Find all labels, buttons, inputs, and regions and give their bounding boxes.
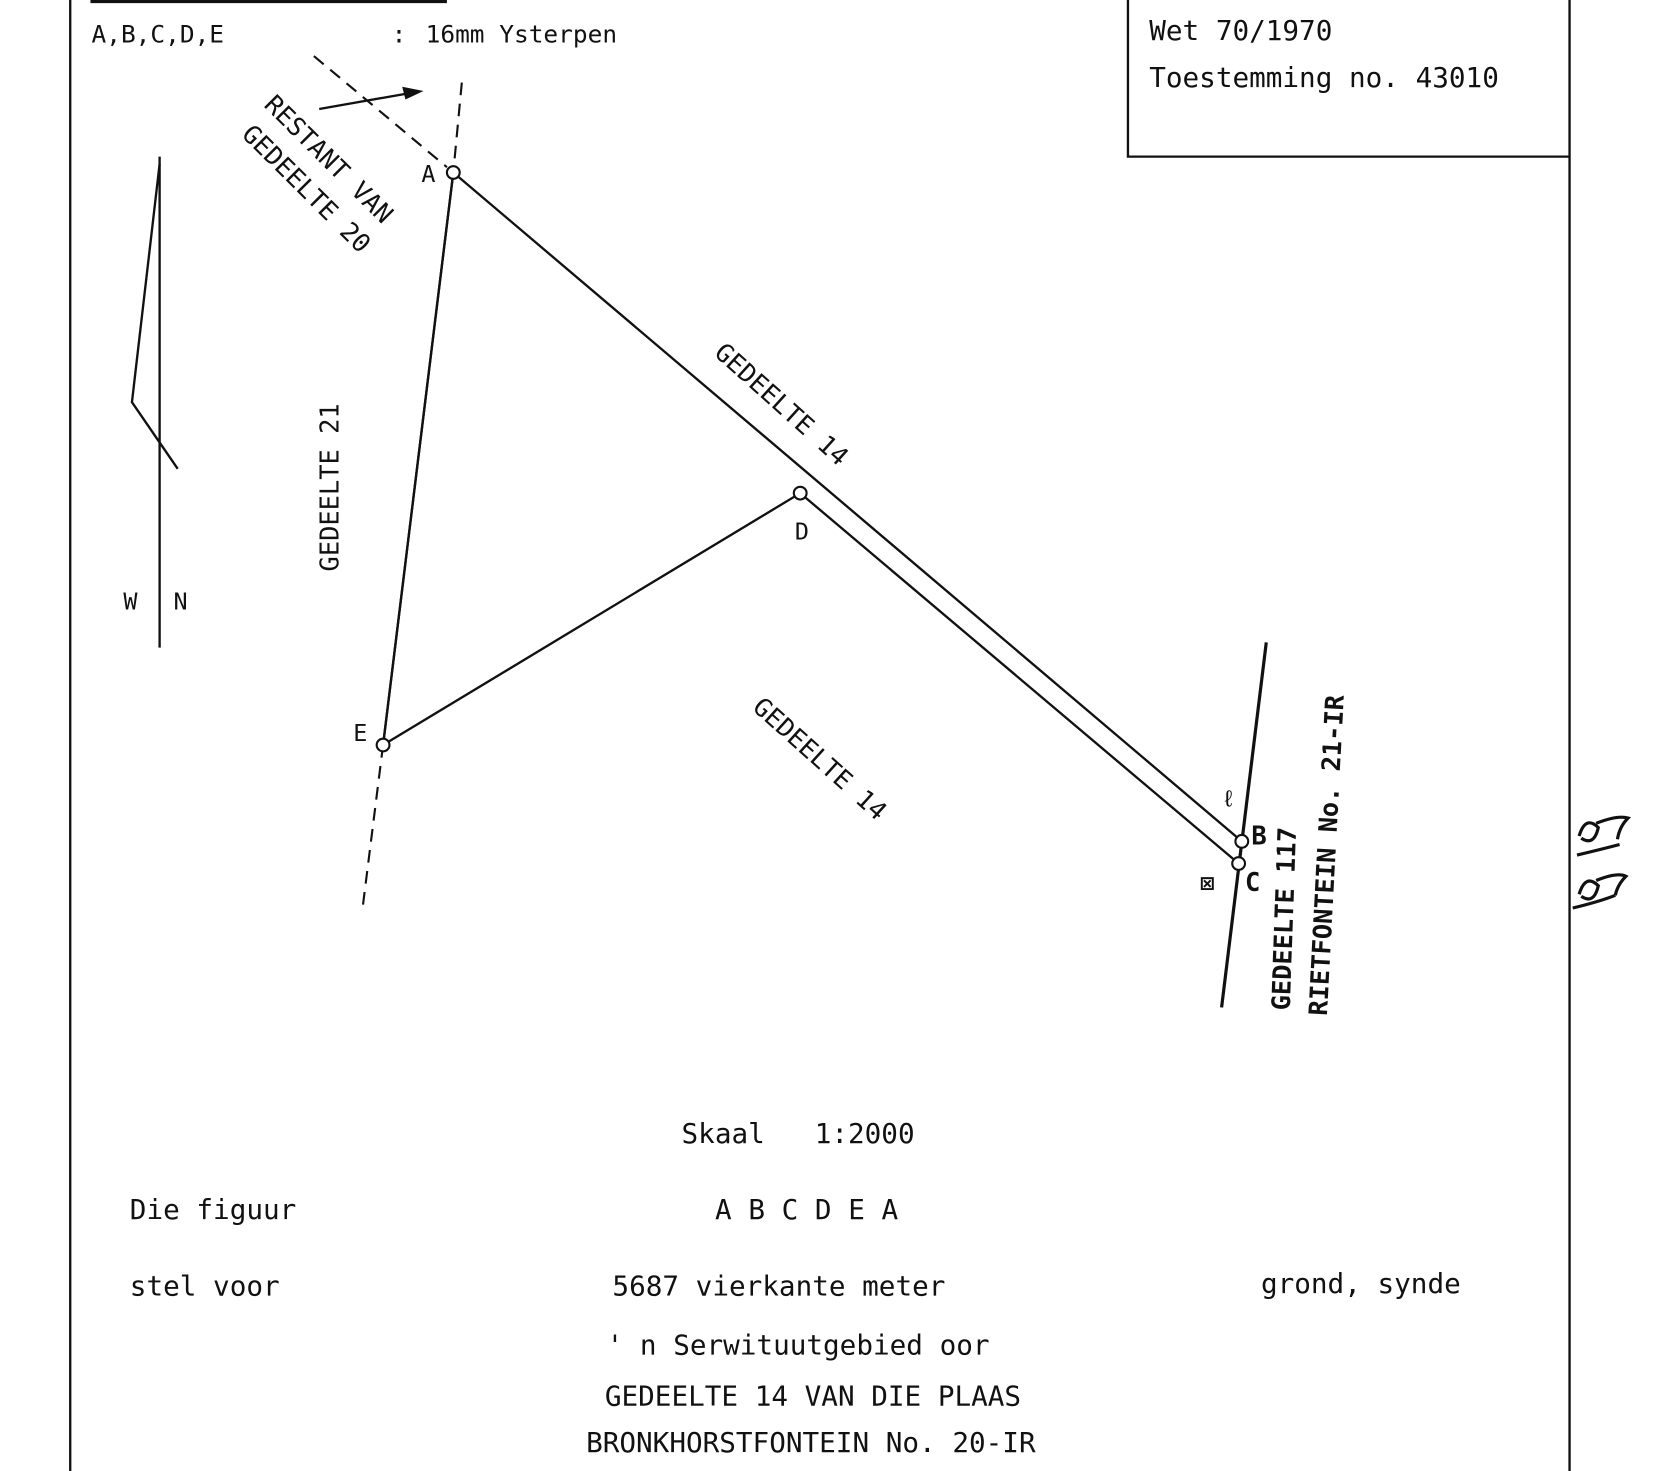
servitude-outline [381,171,1244,866]
point-d-label: D [795,518,809,546]
ground-text: grond, synde [1261,1267,1461,1300]
compass-w: W [123,588,138,616]
point-d-marker [792,485,808,501]
area-text: 5687 vierkante meter [612,1269,945,1302]
approval-box [1126,0,1570,158]
boundary-right [1220,642,1268,1008]
annotation-mark-2: ⊠ [1200,869,1214,897]
figure-value: A B C D E A [715,1193,899,1226]
annotation-mark-1: ℓ [1222,784,1236,812]
point-a-label: A [421,160,435,188]
label-gedeelte-14-bottom: GEDEELTE 14 [747,692,893,827]
legend-marker: 16mm Ysterpen [426,19,617,48]
point-e-label: E [353,719,367,747]
represents-label: stel voor [130,1269,280,1302]
arrow-icon [319,86,424,111]
dashed-extension-e [361,744,385,907]
approval-permission: Toestemming no. 43010 [1149,61,1499,94]
dashed-boundary-restant [313,55,448,169]
handwritten-initials [1572,815,1632,910]
north-arrow-icon [130,156,179,648]
property-line-2: BRONKHORSTFONTEIN No. 20-IR [586,1426,1036,1459]
label-rietfontein: RIETFONTEIN No. 21-IR [1304,694,1351,1017]
scale-text: Skaal 1:2000 [682,1117,915,1150]
legend-separator: : [392,19,407,48]
point-c-label: C [1245,868,1260,898]
label-gedeelte-21: GEDEELTE 21 [315,403,345,571]
label-gedeelte-117: GEDEELTE 117 [1267,827,1303,1011]
compass-n: N [173,588,187,616]
servitude-text: ' n Serwituutgebied oor [607,1329,990,1362]
figure-label: Die figuur [130,1193,297,1226]
property-line-1: GEDEELTE 14 VAN DIE PLAAS [605,1379,1021,1412]
point-a-marker [445,165,461,180]
dashed-extension-a [452,82,463,173]
point-c-marker [1231,856,1247,871]
point-b-label: B [1251,822,1266,852]
point-e-marker [375,737,391,753]
point-b-marker [1234,833,1250,849]
approval-act: Wet 70/1970 [1149,14,1332,47]
legend-points: A,B,C,D,E [92,19,225,48]
